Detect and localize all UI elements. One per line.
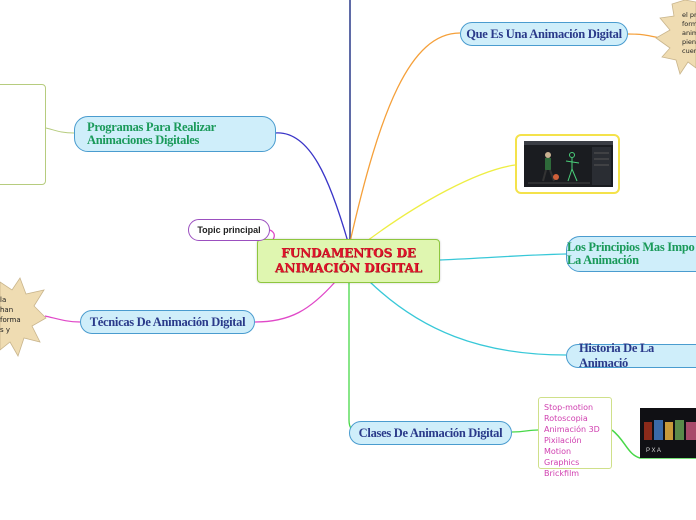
pixar-image-frame[interactable]: P X A (640, 408, 696, 458)
star-right-line: el pr (682, 11, 696, 19)
star-right-line: cuer (682, 47, 696, 55)
star-left-line: s y (0, 326, 11, 334)
central-topic[interactable]: FUNDAMENTOS DE ANIMACIÓN DIGITAL (257, 239, 440, 283)
branch-principios-line1: Los Principios Mas Impo (567, 240, 695, 254)
animation-image-frame[interactable] (515, 134, 620, 194)
branch-clases-label: Clases De Animación Digital (358, 425, 503, 440)
list-item: Animación 3D (544, 425, 600, 434)
programas-note (0, 84, 46, 185)
branch-historia[interactable]: Historia De La Animació (566, 341, 696, 370)
note-star-right (655, 0, 696, 75)
connector-image (354, 164, 516, 251)
pixar-poster-image: P X A (644, 420, 696, 454)
list-item: Brickfilm (544, 469, 580, 478)
branch-tecnicas-label: Técnicas De Animación Digital (89, 314, 246, 329)
branch-programas-line2: Animaciones Digitales (87, 133, 200, 147)
clases-list[interactable]: Stop-motion Rotoscopia Animación 3D Pixi… (538, 397, 612, 478)
star-right-line: pien (682, 38, 696, 46)
connector-principios (439, 253, 567, 261)
star-right-line: form (682, 20, 696, 28)
branch-programas-line1: Programas Para Realizar (87, 120, 216, 134)
connector-programas-note (45, 127, 75, 134)
topic-principal-label: Topic principal (197, 225, 261, 235)
connector-que-es (349, 32, 461, 243)
connector-clases (348, 282, 361, 433)
branch-que-es-label: Que Es Una Animación Digital (466, 26, 622, 41)
list-item: Stop-motion (544, 403, 594, 412)
connector-list-pixar (611, 429, 696, 459)
star-right-line: anim (682, 29, 696, 37)
topic-principal[interactable]: Topic principal (188, 219, 270, 241)
star-left-line: forma (0, 316, 21, 324)
connector-programas (274, 132, 349, 243)
animation-software-image (524, 141, 613, 187)
central-topic-line1: FUNDAMENTOS DE (281, 246, 416, 260)
star-left-text: la han forma s y (0, 295, 21, 335)
branch-que-es[interactable]: Que Es Una Animación Digital (460, 22, 628, 46)
connector-historia (369, 281, 567, 356)
branch-clases[interactable]: Clases De Animación Digital (349, 421, 512, 445)
branch-tecnicas[interactable]: Técnicas De Animación Digital (80, 310, 255, 334)
branch-principios[interactable]: Los Principios Mas Impo La Animación (566, 236, 696, 272)
list-item: Rotoscopia (544, 414, 588, 423)
connector-tecnicas (254, 281, 336, 323)
pixar-letters: P X A (646, 448, 661, 454)
list-item: Pixilación (544, 436, 582, 445)
star-left-line: han (0, 306, 14, 314)
list-item: Motion Graphics (544, 447, 580, 467)
star-right-text: el pr form anim pien cuer (682, 11, 696, 56)
star-left-line: la (0, 296, 7, 304)
central-topic-line2: ANIMACIÓN DIGITAL (274, 261, 423, 275)
connector-clases-list (511, 429, 539, 433)
branch-programas[interactable]: Programas Para Realizar Animaciones Digi… (74, 116, 276, 152)
note-star-left (0, 277, 47, 357)
branch-historia-label: Historia De La Animació (579, 341, 654, 370)
connector-tecnicas-star (44, 315, 81, 323)
connector-que-es-note (627, 33, 661, 39)
branch-principios-line2: La Animación (567, 253, 639, 267)
